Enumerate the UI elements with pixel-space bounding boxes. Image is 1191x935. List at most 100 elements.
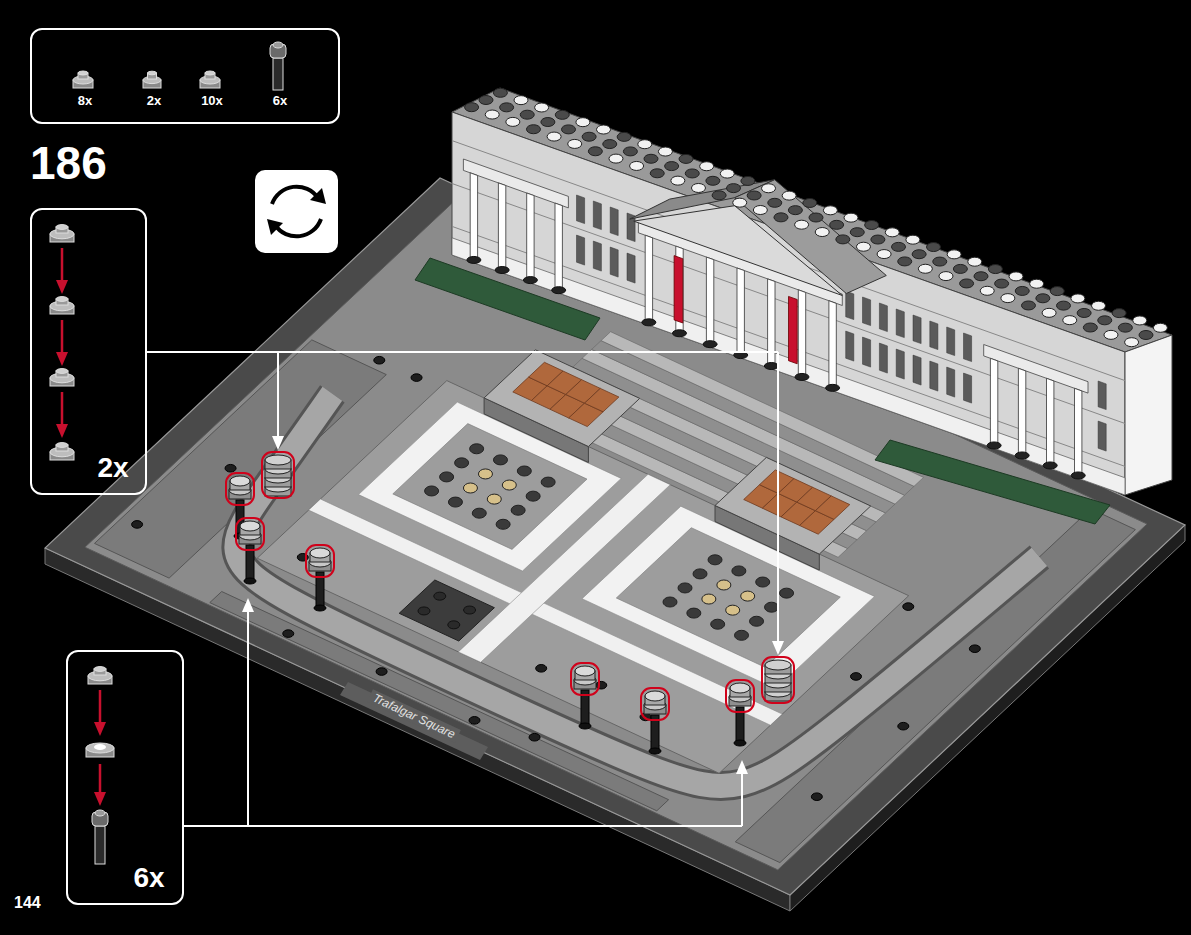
stud bbox=[470, 444, 484, 454]
lamp-post bbox=[236, 518, 264, 584]
post-icon bbox=[273, 42, 283, 48]
post-base bbox=[244, 578, 256, 584]
stud bbox=[803, 198, 817, 207]
callout-lines bbox=[147, 352, 784, 826]
stud bbox=[493, 455, 507, 465]
callout-line bbox=[184, 825, 742, 827]
lamp-post bbox=[641, 688, 669, 754]
stud bbox=[1104, 330, 1118, 339]
stud bbox=[1001, 294, 1015, 303]
stud bbox=[693, 569, 707, 579]
stud bbox=[727, 184, 741, 193]
assembly-arrow bbox=[99, 764, 102, 796]
stud bbox=[844, 213, 858, 222]
brown-tile bbox=[815, 496, 849, 520]
stud bbox=[912, 250, 926, 259]
stud bbox=[225, 464, 236, 472]
stud bbox=[630, 161, 644, 170]
window bbox=[930, 361, 938, 391]
stud bbox=[885, 228, 899, 237]
window bbox=[577, 195, 585, 224]
stud bbox=[732, 566, 746, 576]
entablature bbox=[463, 159, 568, 208]
column-base bbox=[467, 256, 481, 263]
stud bbox=[448, 621, 460, 629]
submodel-box: 6x bbox=[66, 650, 184, 905]
entablature bbox=[984, 345, 1088, 394]
stud-icon bbox=[56, 297, 68, 302]
lamp-post bbox=[306, 545, 334, 611]
stud bbox=[1153, 323, 1167, 332]
window bbox=[863, 337, 871, 367]
stud bbox=[788, 206, 802, 215]
column-base bbox=[764, 363, 778, 370]
stud bbox=[809, 213, 823, 222]
stud bbox=[478, 469, 492, 479]
stud bbox=[1063, 316, 1077, 325]
window bbox=[879, 343, 887, 373]
stud bbox=[780, 588, 794, 598]
highlight bbox=[571, 663, 599, 695]
stud bbox=[708, 555, 722, 565]
stud bbox=[582, 132, 596, 141]
stud bbox=[1050, 287, 1064, 296]
callout-line bbox=[777, 352, 779, 645]
highlight bbox=[641, 688, 669, 720]
stud bbox=[541, 477, 555, 487]
stud bbox=[830, 220, 844, 229]
column bbox=[470, 173, 477, 261]
stud bbox=[711, 619, 725, 629]
stud bbox=[774, 213, 788, 222]
building-front bbox=[452, 112, 1125, 495]
model-label: Trafalgar Square bbox=[367, 689, 461, 743]
window bbox=[947, 327, 955, 356]
stud bbox=[511, 505, 525, 515]
stud bbox=[995, 279, 1009, 288]
part-count: 10x bbox=[201, 94, 223, 107]
stud bbox=[418, 607, 430, 615]
step-number: 186 bbox=[30, 140, 107, 186]
window bbox=[896, 309, 904, 338]
post-base bbox=[734, 740, 746, 746]
stud bbox=[687, 608, 701, 618]
lamp-post bbox=[571, 663, 599, 729]
quantity: 2x bbox=[97, 454, 128, 482]
arrowhead bbox=[736, 760, 748, 774]
window bbox=[863, 297, 871, 326]
column-base bbox=[1071, 472, 1085, 479]
stud bbox=[425, 486, 439, 496]
stud bbox=[927, 243, 941, 252]
lamp-part bbox=[310, 548, 330, 558]
stud bbox=[1057, 301, 1071, 310]
arrowhead bbox=[242, 598, 254, 612]
round-plate-top bbox=[765, 660, 791, 670]
pediment-roof bbox=[735, 180, 887, 294]
stud bbox=[974, 272, 988, 281]
stud-icon bbox=[56, 443, 68, 448]
dark-plate bbox=[399, 580, 494, 641]
stud bbox=[617, 132, 631, 141]
stud bbox=[782, 191, 796, 200]
column bbox=[1075, 388, 1082, 477]
stud bbox=[815, 228, 829, 237]
stud bbox=[562, 125, 576, 134]
column bbox=[1047, 378, 1054, 467]
stud bbox=[898, 257, 912, 266]
callout-line bbox=[147, 351, 778, 353]
window bbox=[1098, 421, 1106, 451]
part-count: 2x bbox=[147, 94, 161, 107]
arrowhead bbox=[56, 424, 68, 438]
stud bbox=[741, 591, 755, 601]
stud bbox=[411, 374, 422, 382]
stud bbox=[479, 96, 493, 105]
stud bbox=[588, 147, 602, 156]
plate-stack bbox=[262, 452, 294, 498]
parts-list-box: 8x2x10x6x bbox=[30, 28, 340, 124]
assembly-arrow bbox=[61, 248, 64, 284]
window bbox=[879, 303, 887, 332]
page-number: 144 bbox=[14, 895, 41, 911]
wall-top bbox=[484, 350, 640, 447]
stud bbox=[679, 154, 693, 163]
stud bbox=[496, 519, 510, 529]
